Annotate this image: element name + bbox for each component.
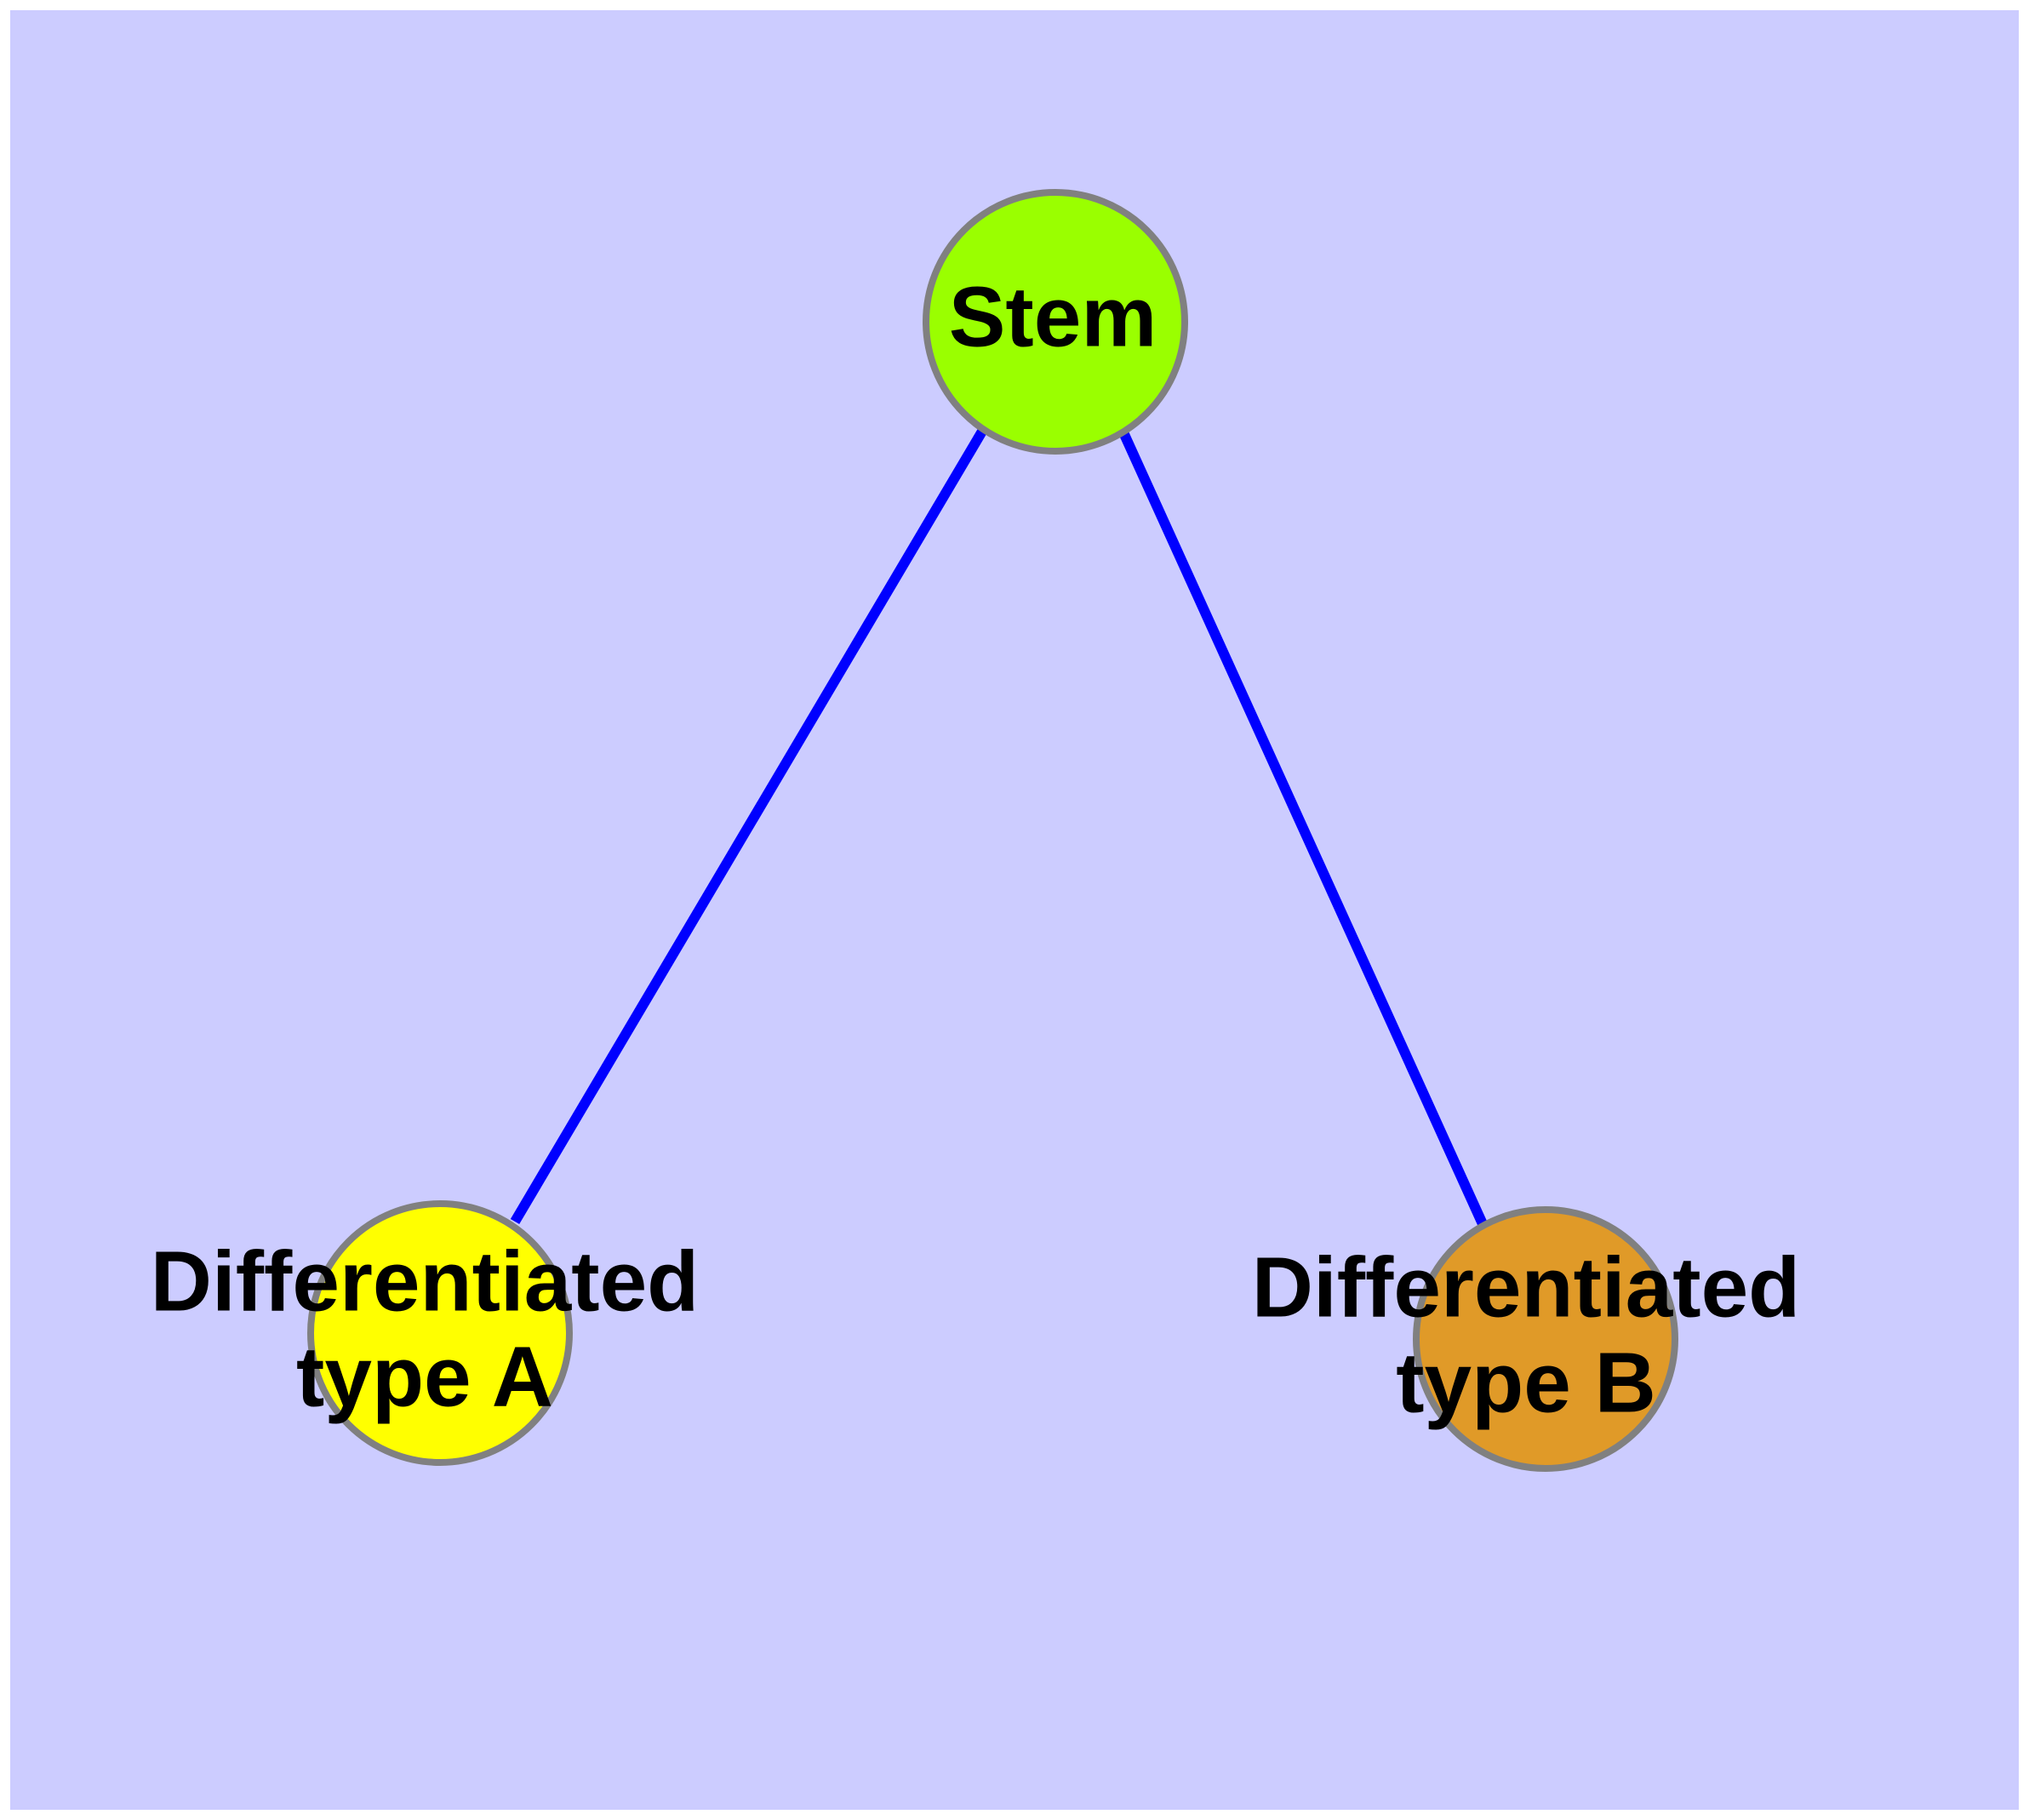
node-diff-a-label-line-1: Differentiated — [151, 1233, 700, 1329]
node-stem-label-line-1: Stem — [949, 269, 1157, 364]
node-diff-b-label-line-1: Differentiated — [1252, 1239, 1801, 1335]
node-diff-b-circle[interactable] — [1413, 1206, 1678, 1472]
node-layer: Stem Differentiated type A Differentiate… — [151, 189, 1801, 1472]
node-stem[interactable]: Stem — [923, 189, 1188, 455]
node-diff-a-circle[interactable] — [307, 1200, 573, 1466]
node-diff-a-label-line-2: type A — [296, 1329, 553, 1424]
edge-layer — [510, 426, 1489, 1228]
node-diff-b[interactable]: Differentiated type B — [1252, 1206, 1801, 1472]
edge-stem-to-diff-a[interactable] — [510, 426, 988, 1225]
edge-stem-to-diff-b[interactable] — [1118, 430, 1489, 1228]
node-stem-circle[interactable] — [923, 189, 1188, 455]
node-diff-a[interactable]: Differentiated type A — [151, 1200, 700, 1466]
node-diff-b-label-line-2: type B — [1396, 1335, 1656, 1430]
